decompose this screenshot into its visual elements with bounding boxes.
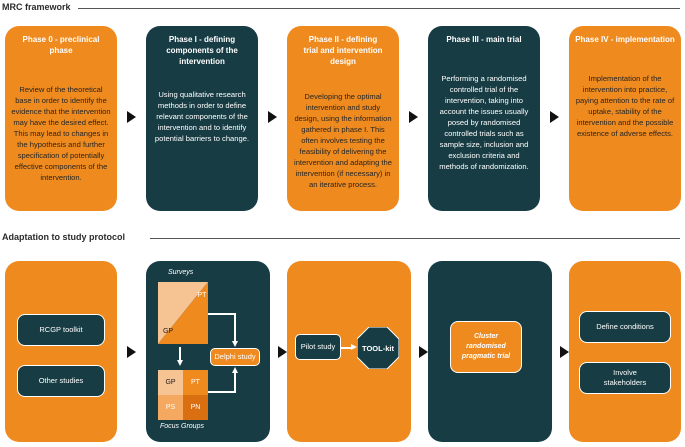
rcgp-toolkit-box: RCGP toolkit — [17, 314, 105, 346]
phase-4-title: Phase IV - implementation — [575, 35, 675, 44]
pilot-to-toolkit-line — [341, 347, 353, 349]
survey-split-square — [158, 282, 208, 344]
survey-to-delphi-line-v — [234, 313, 236, 343]
phase-2-title: Phase II - defining trial and interventi… — [303, 35, 383, 66]
survey-to-delphi-arrow — [231, 341, 238, 347]
survey-gp-label: GP — [162, 327, 174, 335]
toolkit-octagon — [357, 327, 399, 369]
phase-4-box: Phase IV - implementation Implementation… — [569, 26, 681, 211]
phase-0-title: Phase 0 - preclinical phase — [22, 35, 100, 55]
survey-to-delphi-line-h — [208, 313, 236, 315]
cluster-trial-box: Cluster randomised pragmatic trial — [450, 321, 522, 373]
pilot-to-toolkit-arrow — [351, 343, 357, 350]
phase-4-body: Implementation of the intervention into … — [575, 74, 675, 138]
protocol-box-0: RCGP toolkit Other studies — [5, 261, 117, 442]
toolkit-octagon-shape — [357, 327, 399, 369]
survey-to-focus-line — [179, 347, 181, 361]
phase-1-body: Using qualitative research methods in or… — [154, 90, 250, 143]
arrow-phase-1-2 — [268, 111, 277, 123]
arrow-protocol-2-3 — [419, 346, 428, 358]
phase-3-title: Phase III - main trial — [446, 35, 522, 44]
phase-0-box: Phase 0 - preclinical phase Review of th… — [5, 26, 117, 211]
phase-1-title: Phase I - defining components of the int… — [166, 35, 238, 66]
arrow-phase-2-3 — [409, 111, 418, 123]
survey-corner-orange — [158, 282, 208, 344]
delphi-study-box: Delphi study — [210, 348, 260, 366]
protocol-box-3: Cluster randomised pragmatic trial — [428, 261, 552, 442]
phase-3-box: Phase III - main trial Performing a rand… — [428, 26, 540, 211]
focus-to-delphi-arrow — [231, 367, 238, 373]
focus-ps-cell: PS — [158, 395, 183, 420]
protocol-box-4: Define conditions Involve stakeholders — [569, 261, 681, 442]
protocol-box-1: Surveys PT GP Delphi study GP PT PS PN F… — [146, 261, 270, 442]
focus-groups-label: Focus Groups — [160, 423, 204, 430]
adaptation-title: Adaptation to study protocol — [2, 232, 125, 242]
focus-to-delphi-line-h — [208, 391, 236, 393]
focus-gp-cell: GP — [158, 370, 183, 395]
phase-2-body: Developing the optimal intervention and … — [294, 92, 392, 189]
involve-stakeholders-box: Involve stakeholders — [579, 362, 671, 394]
define-conditions-box: Define conditions — [579, 311, 671, 343]
phase-0-body: Review of the theoretical base in order … — [11, 85, 111, 182]
arrow-protocol-1-2 — [278, 346, 287, 358]
phase-2-box: Phase II - defining trial and interventi… — [287, 26, 399, 211]
pilot-study-box: Pilot study — [295, 334, 341, 360]
focus-pn-cell: PN — [183, 395, 208, 420]
survey-pt-label: PT — [197, 291, 207, 299]
arrow-protocol-0-1 — [127, 346, 136, 358]
focus-to-delphi-line-v — [234, 373, 236, 392]
phase-1-box: Phase I - defining components of the int… — [146, 26, 258, 211]
adaptation-divider — [150, 238, 680, 239]
mrc-framework-title: MRC framework — [2, 2, 71, 12]
arrow-protocol-3-4 — [560, 346, 569, 358]
arrow-phase-0-1 — [127, 111, 136, 123]
protocol-box-2: Pilot study TOOL-kit — [287, 261, 411, 442]
focus-pt-cell: PT — [183, 370, 208, 395]
toolkit-label: TOOL-kit — [362, 343, 394, 353]
survey-to-focus-arrow — [176, 360, 183, 366]
phase-3-body: Performing a randomised controlled trial… — [439, 74, 529, 171]
mrc-divider — [78, 8, 680, 9]
surveys-label: Surveys — [168, 269, 194, 276]
arrow-phase-3-4 — [550, 111, 559, 123]
other-studies-box: Other studies — [17, 365, 105, 397]
